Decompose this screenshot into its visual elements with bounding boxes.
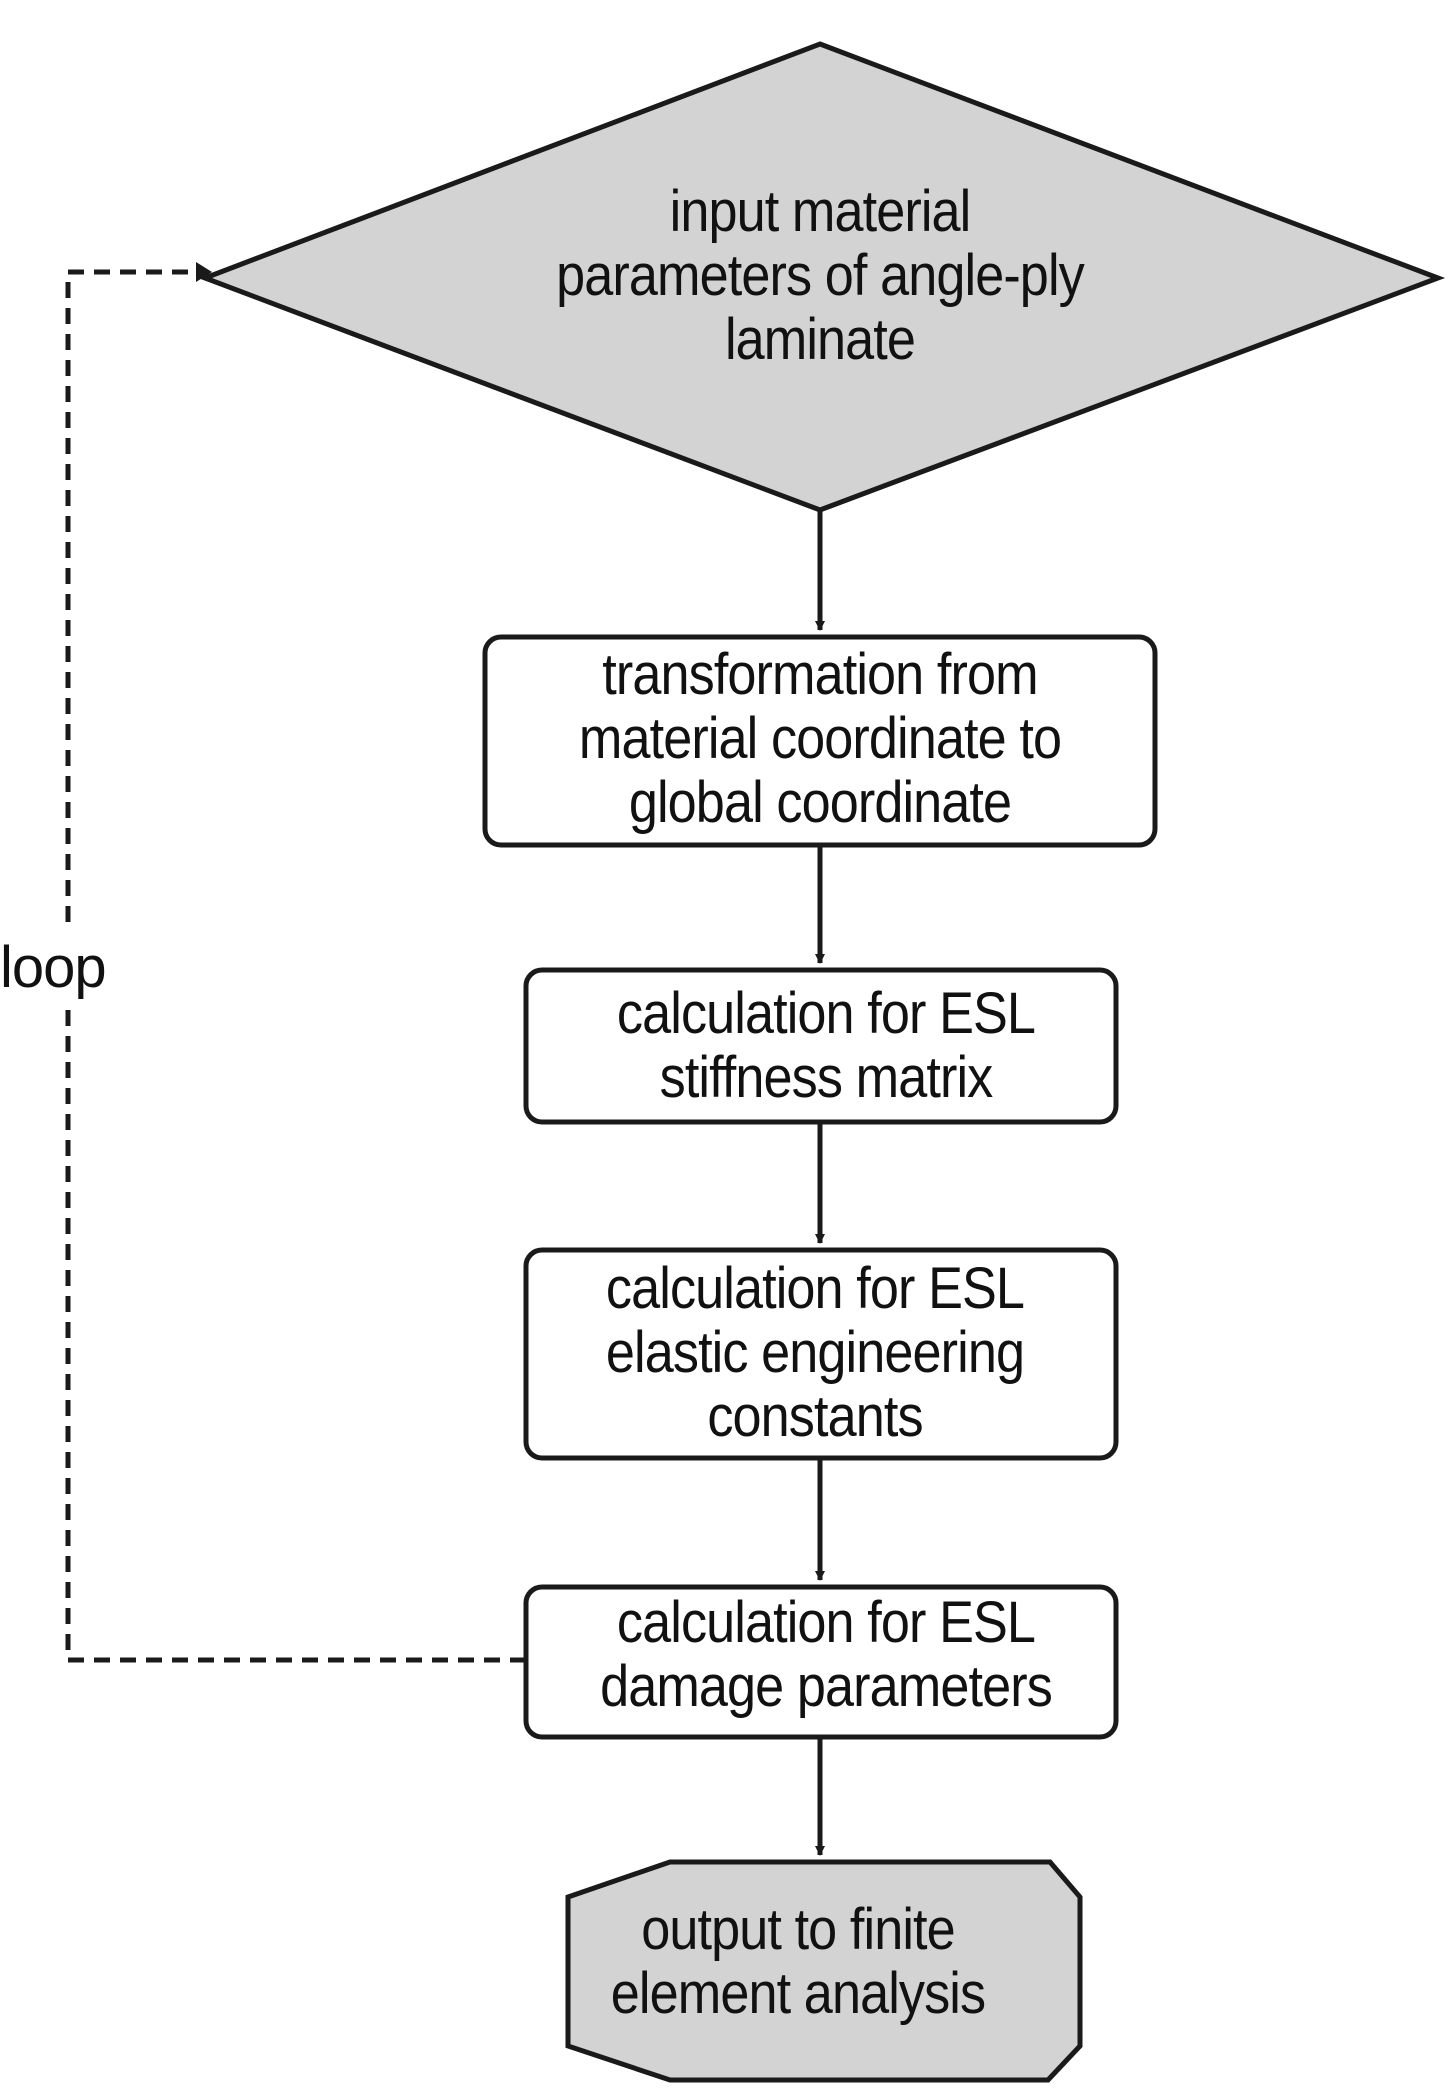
damage-label-line: calculation for ESL [616,1590,1036,1655]
loop-label: loop [0,928,165,1008]
transform-label: transformation from material coordinate … [519,643,1122,835]
output-terminal-shape [565,1859,1083,2083]
input-label-line: input material [669,179,972,244]
transform-label-line: material coordinate to [578,706,1062,771]
output-label-line: element analysis [610,1961,986,2026]
output-label-line: output to finite [641,1897,955,1962]
elastic-label-line: calculation for ESL [605,1256,1025,1321]
input-label-line: laminate [724,307,916,372]
damage-label: calculation for ESL damage parameters [556,1591,1096,1719]
stiffness-label: calculation for ESL stiffness matrix [556,982,1096,1110]
transform-label-line: transformation from [602,642,1038,707]
output-label: output to finite element analysis [591,1898,1005,2026]
stiffness-label-line: calculation for ESL [616,981,1036,1046]
input-label: input material parameters of angle-ply l… [505,180,1135,372]
input-label-line: parameters of angle-ply [556,243,1085,308]
elastic-label-line: elastic engineering [605,1320,1025,1385]
stiffness-label-line: stiffness matrix [659,1045,994,1110]
elastic-label: calculation for ESL elastic engineering … [545,1257,1085,1449]
transform-label-line: global coordinate [628,770,1012,835]
loop-arrowhead [196,262,212,282]
damage-label-line: damage parameters [600,1654,1053,1719]
elastic-label-line: constants [707,1384,923,1449]
